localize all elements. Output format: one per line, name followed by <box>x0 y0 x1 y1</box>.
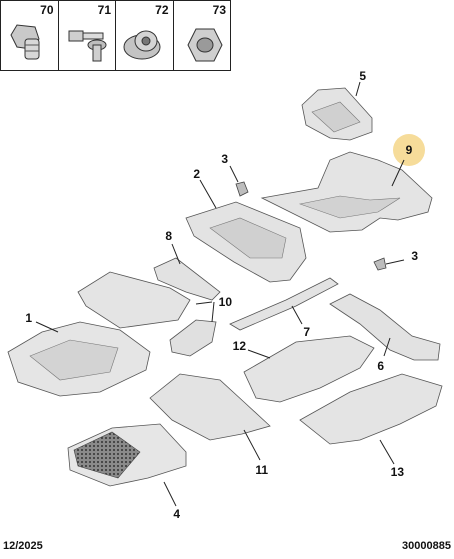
part-1[interactable] <box>7 321 151 397</box>
callout-7: 7 <box>303 325 310 339</box>
callout-12: 12 <box>233 339 247 353</box>
part-9[interactable] <box>260 151 433 233</box>
part-12[interactable] <box>243 335 375 403</box>
part-3-clip-lower[interactable] <box>373 257 387 271</box>
thumbnail-71[interactable]: 71 <box>59 1 116 70</box>
callout-10: 10 <box>219 295 233 309</box>
push-clip-icon <box>10 24 40 60</box>
leader-lines <box>35 81 405 507</box>
part-3-clip-upper[interactable] <box>235 181 249 197</box>
highlight-marker <box>393 134 425 166</box>
callout-13: 13 <box>391 465 405 479</box>
callout-5: 5 <box>359 69 366 83</box>
part-5[interactable] <box>301 87 373 141</box>
thumbnail-72[interactable]: 72 <box>116 1 174 70</box>
callout-11: 11 <box>255 463 268 477</box>
thumbnail-number: 73 <box>212 3 226 17</box>
hex-nut-icon <box>186 28 223 62</box>
callout-1: 1 <box>25 311 32 325</box>
part-11[interactable] <box>149 373 271 441</box>
part-8[interactable] <box>153 257 221 301</box>
part-2[interactable] <box>185 201 307 283</box>
callout-4: 4 <box>173 507 180 521</box>
thumbnail-73[interactable]: 73 <box>174 1 231 70</box>
screw-icon <box>68 30 106 62</box>
callout-9: 9 <box>406 143 413 157</box>
callout-3-lower: 3 <box>411 249 418 263</box>
part-10[interactable] <box>77 271 217 357</box>
callout-6: 6 <box>377 359 384 373</box>
footer-date: 12/2025 <box>3 540 43 552</box>
flange-nut-icon <box>123 30 161 60</box>
fastener-thumbnails: 70 71 72 73 <box>0 0 231 71</box>
thumbnail-number: 70 <box>40 3 54 17</box>
callout-8: 8 <box>165 229 172 243</box>
part-7[interactable] <box>229 277 339 331</box>
footer-reference: 30000885 <box>402 540 451 552</box>
callout-3-upper: 3 <box>221 152 228 166</box>
part-6[interactable] <box>329 293 441 361</box>
thumbnail-number: 71 <box>97 3 111 17</box>
part-13[interactable] <box>299 373 443 445</box>
thumbnail-70[interactable]: 70 <box>1 1 59 70</box>
part-4[interactable] <box>67 423 187 487</box>
thumbnail-number: 72 <box>155 3 169 17</box>
callout-2: 2 <box>193 167 200 181</box>
